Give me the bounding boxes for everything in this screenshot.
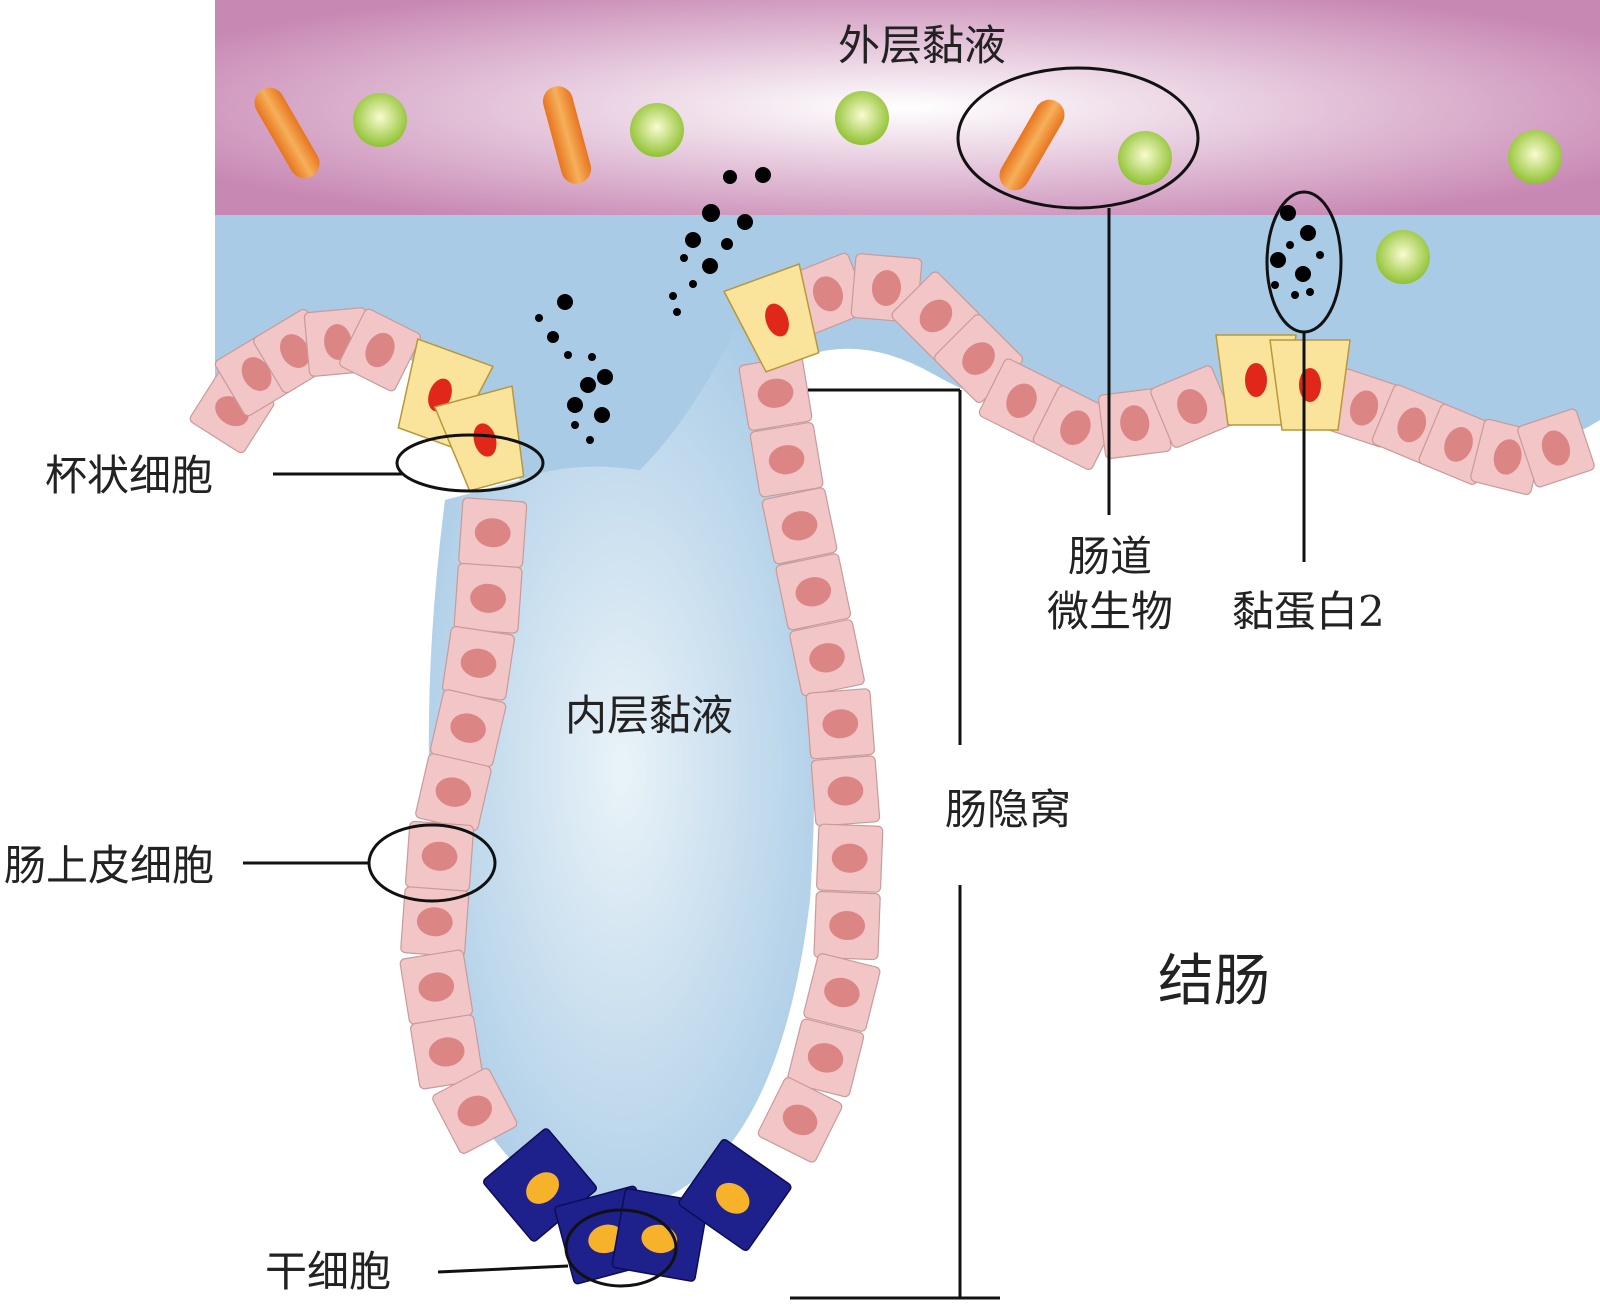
epithelial-cell bbox=[738, 355, 813, 431]
leader-lines bbox=[243, 208, 1306, 1300]
epithelial-cell bbox=[786, 1018, 865, 1098]
gut-microbiota-label-line1: 肠道 bbox=[1067, 532, 1152, 581]
mucin-granule bbox=[755, 167, 771, 183]
mucin-granule bbox=[567, 397, 583, 413]
cocci-bacterium bbox=[353, 93, 407, 147]
cocci-bacterium bbox=[835, 91, 889, 145]
epithelial-cell bbox=[1150, 365, 1235, 448]
mucin-granule bbox=[557, 294, 573, 310]
rod-bacterium bbox=[542, 86, 592, 184]
microbiota-callout-ellipse bbox=[956, 66, 1200, 210]
colon-label: 结肠 bbox=[1158, 949, 1270, 1014]
epithelial-cell bbox=[757, 1077, 843, 1163]
epithelial-cell bbox=[810, 755, 881, 827]
epithelial-cell bbox=[761, 487, 838, 565]
epithelial-cell bbox=[339, 308, 421, 392]
epithelial-cell bbox=[410, 1014, 484, 1090]
epithelial-cell bbox=[805, 688, 875, 760]
goblet-cell bbox=[433, 385, 525, 492]
callouts bbox=[367, 66, 1343, 1288]
mucin-granule bbox=[1291, 291, 1299, 299]
mucin-granule bbox=[1280, 205, 1296, 221]
rod-bacterium bbox=[254, 87, 320, 179]
epithelial-cell-label: 肠上皮细胞 bbox=[4, 841, 215, 890]
mucin-granule bbox=[1316, 251, 1324, 259]
epithelial-cell bbox=[432, 1067, 518, 1154]
mucin-granule bbox=[1271, 281, 1279, 289]
mucin-granule bbox=[721, 238, 733, 250]
epithelial-cell bbox=[442, 625, 515, 701]
mucin-granule bbox=[1306, 288, 1314, 296]
epithelial-cell bbox=[415, 753, 492, 832]
gut-microbiota-label-line2: 微生物 bbox=[1046, 587, 1173, 636]
mucin-granule bbox=[737, 214, 753, 230]
outer-mucus-label: 外层黏液 bbox=[838, 21, 1007, 70]
cocci-bacterium bbox=[1376, 230, 1430, 284]
epithelial-cell bbox=[453, 562, 523, 634]
mucin-granule bbox=[564, 351, 572, 359]
epithelial-cell bbox=[404, 820, 475, 892]
mucin-granule bbox=[597, 369, 613, 385]
goblet-cell-label: 杯状细胞 bbox=[45, 451, 214, 500]
cocci-bacterium bbox=[1508, 130, 1562, 184]
epithelial-cells bbox=[189, 252, 1595, 1163]
epithelial-cell bbox=[458, 497, 528, 569]
epithelial-cell bbox=[1032, 385, 1119, 470]
mucin-granule bbox=[1270, 252, 1286, 268]
epithelial-cell bbox=[813, 890, 881, 961]
epithelial-cell bbox=[399, 949, 474, 1025]
epithelial-cell bbox=[1517, 408, 1595, 488]
mucin-granule bbox=[685, 232, 701, 248]
stem-cell bbox=[678, 1138, 792, 1252]
crypt-label: 肠隐窝 bbox=[945, 785, 1072, 834]
mucin-granule bbox=[594, 407, 610, 423]
epithelial-cell bbox=[816, 823, 884, 893]
mucin-granule bbox=[723, 170, 737, 184]
mucin-granule bbox=[1295, 266, 1311, 282]
mucin-granule bbox=[535, 314, 543, 322]
mucin-granule bbox=[1286, 241, 1294, 249]
mucin-granule bbox=[571, 421, 579, 429]
cocci-bacterium bbox=[1118, 131, 1172, 185]
goblet-callout-ellipse bbox=[395, 433, 545, 493]
mucin-granule bbox=[586, 436, 594, 444]
mucin-granule bbox=[702, 258, 718, 274]
mucin-granule bbox=[680, 254, 688, 262]
stem-callout-ellipse bbox=[564, 1208, 678, 1288]
epithelial-cell bbox=[429, 689, 507, 768]
mucin-granule bbox=[669, 292, 677, 300]
mucin-granule bbox=[547, 331, 559, 343]
inner-mucus-label: 内层黏液 bbox=[565, 691, 734, 740]
mucin2-label: 黏蛋白2 bbox=[1232, 587, 1385, 636]
epithelial-cell bbox=[749, 422, 824, 498]
rod-bacterium bbox=[999, 99, 1065, 191]
goblet-cells bbox=[397, 263, 1351, 492]
mucin-granule bbox=[673, 308, 681, 316]
goblet-cell bbox=[1269, 339, 1351, 431]
epithelial-cell bbox=[803, 953, 881, 1032]
crypt-lumen bbox=[428, 328, 815, 1210]
outer-mucus-layer bbox=[215, 0, 1600, 215]
mucin-granule bbox=[580, 377, 596, 393]
goblet-cell bbox=[722, 263, 820, 373]
mucin-granule bbox=[689, 280, 697, 288]
mucin-granule bbox=[588, 353, 596, 361]
epithelial-cell bbox=[775, 553, 852, 631]
cocci-bacterium bbox=[630, 103, 684, 157]
mucin-granule bbox=[1300, 225, 1316, 241]
stem-cell-label: 干细胞 bbox=[265, 1247, 392, 1296]
mucin-granule bbox=[702, 204, 720, 222]
epithelial-callout-ellipse bbox=[367, 823, 497, 903]
bacteria bbox=[254, 86, 1562, 284]
mucin-granules bbox=[535, 167, 1324, 444]
epithelial-cell bbox=[789, 619, 865, 697]
